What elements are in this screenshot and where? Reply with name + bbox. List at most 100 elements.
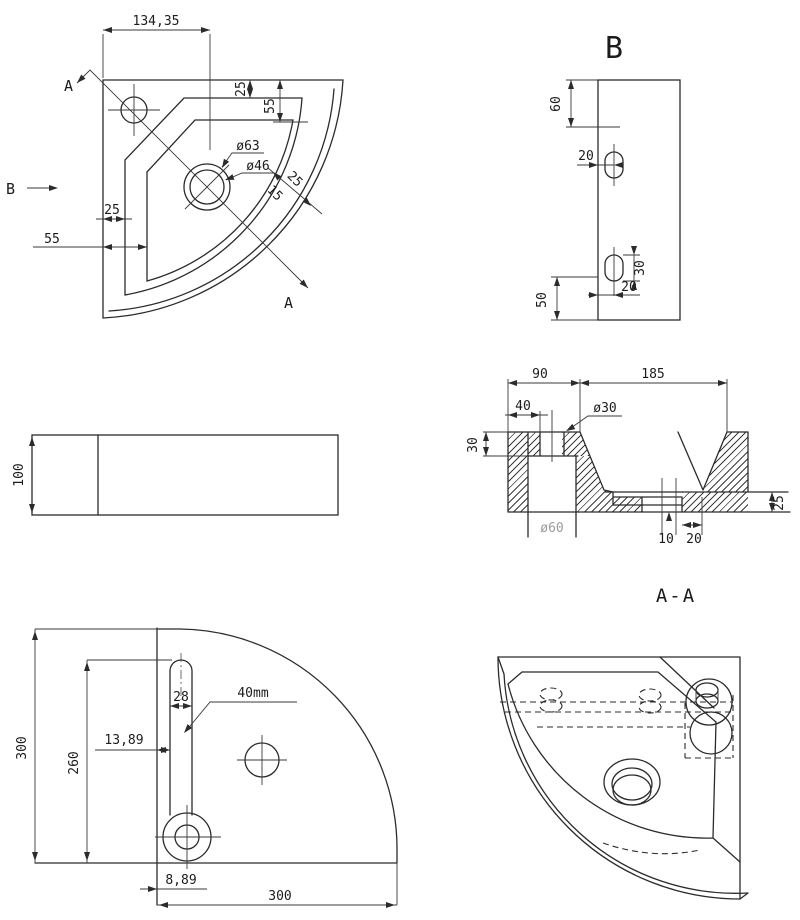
iso-faucet-hole-top bbox=[695, 682, 719, 698]
dim-90-arrow-b bbox=[571, 380, 580, 386]
dim-300L-arrow-b bbox=[32, 852, 38, 861]
dim-edge-889: 8,89 bbox=[165, 873, 196, 888]
iso-hidden-bowl-arc bbox=[602, 842, 701, 855]
note-slot-40mm: 40mm bbox=[237, 686, 268, 701]
top-view-bowl-opening bbox=[124, 97, 303, 296]
iso-faucet-hole-sides bbox=[695, 690, 719, 701]
section-view: 90 185 40 ø30 30 ø60 10 20 bbox=[466, 367, 791, 607]
small-hole-crosshair bbox=[237, 735, 287, 785]
dim-left-90: 90 bbox=[532, 367, 548, 382]
dim-10-arrow bbox=[666, 512, 672, 521]
iso-drain-inner bbox=[612, 774, 652, 806]
dim-100-arrow-b bbox=[29, 504, 35, 513]
dim-20u-arrow-b bbox=[614, 162, 623, 168]
dim-13435-arrow-right bbox=[201, 27, 210, 33]
dim-rim-offset-left: 25 bbox=[104, 203, 120, 218]
dim-20l-arrow-a bbox=[589, 292, 598, 298]
bottom-view-outline bbox=[34, 627, 398, 906]
dim-rim-offset-top: 25 bbox=[234, 81, 249, 97]
dim-width-top: 134,35 bbox=[133, 14, 180, 29]
dim-30L-arrow-a bbox=[483, 432, 489, 441]
dim-90-arrow-a bbox=[508, 380, 517, 386]
dim-185-arrow-a bbox=[580, 380, 589, 386]
dim-drain-20: 20 bbox=[686, 532, 702, 547]
note-40mm-leader bbox=[185, 701, 297, 732]
iso-outer-arc bbox=[497, 656, 741, 900]
dim-slab-25: 25 bbox=[772, 495, 787, 511]
iso-faucet-circle-b bbox=[689, 711, 733, 755]
dim-20b-arrow-b bbox=[693, 522, 702, 528]
dim-55left-arrow-b bbox=[138, 244, 147, 250]
dim-hole-dia30: ø30 bbox=[593, 401, 616, 416]
dim-300B-arrow-a bbox=[159, 902, 168, 908]
dim-band-outer: 25 bbox=[284, 169, 306, 191]
dim-185-arrow-b bbox=[718, 380, 727, 386]
front-view: 100 bbox=[12, 434, 339, 516]
dim-300L-arrow-a bbox=[32, 631, 38, 640]
dim-height-300: 300 bbox=[15, 736, 30, 759]
dim-right-185: 185 bbox=[641, 367, 664, 382]
dim-260-arrow-a bbox=[84, 662, 90, 671]
dim-rim-depth-30: 30 bbox=[466, 437, 481, 453]
iso-bowl-arc bbox=[507, 683, 714, 839]
section-recess bbox=[527, 431, 577, 538]
dim-slot-lower: 20 bbox=[621, 280, 637, 295]
iso-drain-mid bbox=[611, 767, 653, 801]
dim-100-arrow-a bbox=[29, 437, 35, 446]
drain-outer-label: ø63 bbox=[236, 139, 259, 154]
top-view: A A B 134,35 25 55 ø63 bbox=[6, 14, 344, 319]
dim-55top-arrow-a bbox=[277, 80, 283, 89]
iso-view bbox=[497, 656, 749, 900]
front-view-body bbox=[31, 434, 339, 516]
section-title: A-A bbox=[656, 585, 696, 607]
dim-30-arrow-a bbox=[631, 246, 637, 255]
dim-30L-arrow-b bbox=[483, 447, 489, 456]
top-view-outer-outline bbox=[102, 79, 344, 319]
dim-top: 60 bbox=[549, 96, 564, 112]
dim-13435-arrow-left bbox=[103, 27, 112, 33]
dim-slot-height: 30 bbox=[633, 260, 648, 276]
dim-889-arrow bbox=[148, 886, 157, 892]
dim-40-arrow-b bbox=[531, 412, 540, 418]
dim-20b-arrow-a bbox=[682, 522, 691, 528]
dim-30L-lines bbox=[483, 431, 528, 457]
drain-pipe-lines bbox=[661, 478, 703, 535]
section-rim-block bbox=[527, 431, 579, 457]
dim-50-arrow-b bbox=[554, 311, 560, 320]
side-view-b: B 60 20 30 20 bbox=[535, 31, 681, 321]
dia30-leader bbox=[567, 415, 622, 431]
section-label-top: A bbox=[64, 77, 73, 95]
iso-hidden-slot-left-a bbox=[539, 687, 563, 701]
section-hatch-left-wall bbox=[508, 432, 528, 512]
side-view-b-ext-lines bbox=[551, 79, 620, 321]
dim-60-arrow-b bbox=[568, 118, 574, 127]
dim-13435-lines bbox=[102, 29, 211, 150]
dim-90-185-lines bbox=[507, 379, 728, 432]
section-outline bbox=[507, 431, 791, 513]
iso-outer-arc2 bbox=[497, 656, 749, 900]
faucet-hole-crosshair bbox=[108, 84, 160, 136]
iso-faucet-circle-a bbox=[685, 678, 733, 726]
dim-rim-depth-top: 55 bbox=[263, 98, 278, 114]
view-b-arrowhead bbox=[49, 185, 58, 191]
dim-slot-width-28: 28 bbox=[173, 690, 189, 705]
dim-slot-span-260: 260 bbox=[67, 751, 82, 774]
dim-300B-arrow-b bbox=[386, 902, 395, 908]
dim-slot-x-1389: 13,89 bbox=[104, 733, 143, 748]
drain-inner-label: ø46 bbox=[246, 159, 269, 174]
dim-channel-40: 40 bbox=[515, 399, 531, 414]
dim-height-100: 100 bbox=[12, 463, 27, 486]
dim-bottom: 50 bbox=[535, 292, 550, 308]
view-b-arrow-label: B bbox=[6, 180, 15, 198]
iso-hidden-slot-right-a bbox=[638, 688, 662, 702]
drain-outer-circle bbox=[183, 163, 231, 211]
section-bowl-profile bbox=[579, 431, 728, 513]
dim-60-arrow-a bbox=[568, 80, 574, 89]
drain-inner-circle bbox=[189, 169, 225, 205]
iso-hidden-lines bbox=[500, 695, 734, 759]
bottom-view-ext-lines bbox=[35, 628, 398, 905]
iso-hidden-slot-right-b bbox=[638, 700, 662, 714]
top-view-bowl-bottom bbox=[146, 119, 294, 282]
